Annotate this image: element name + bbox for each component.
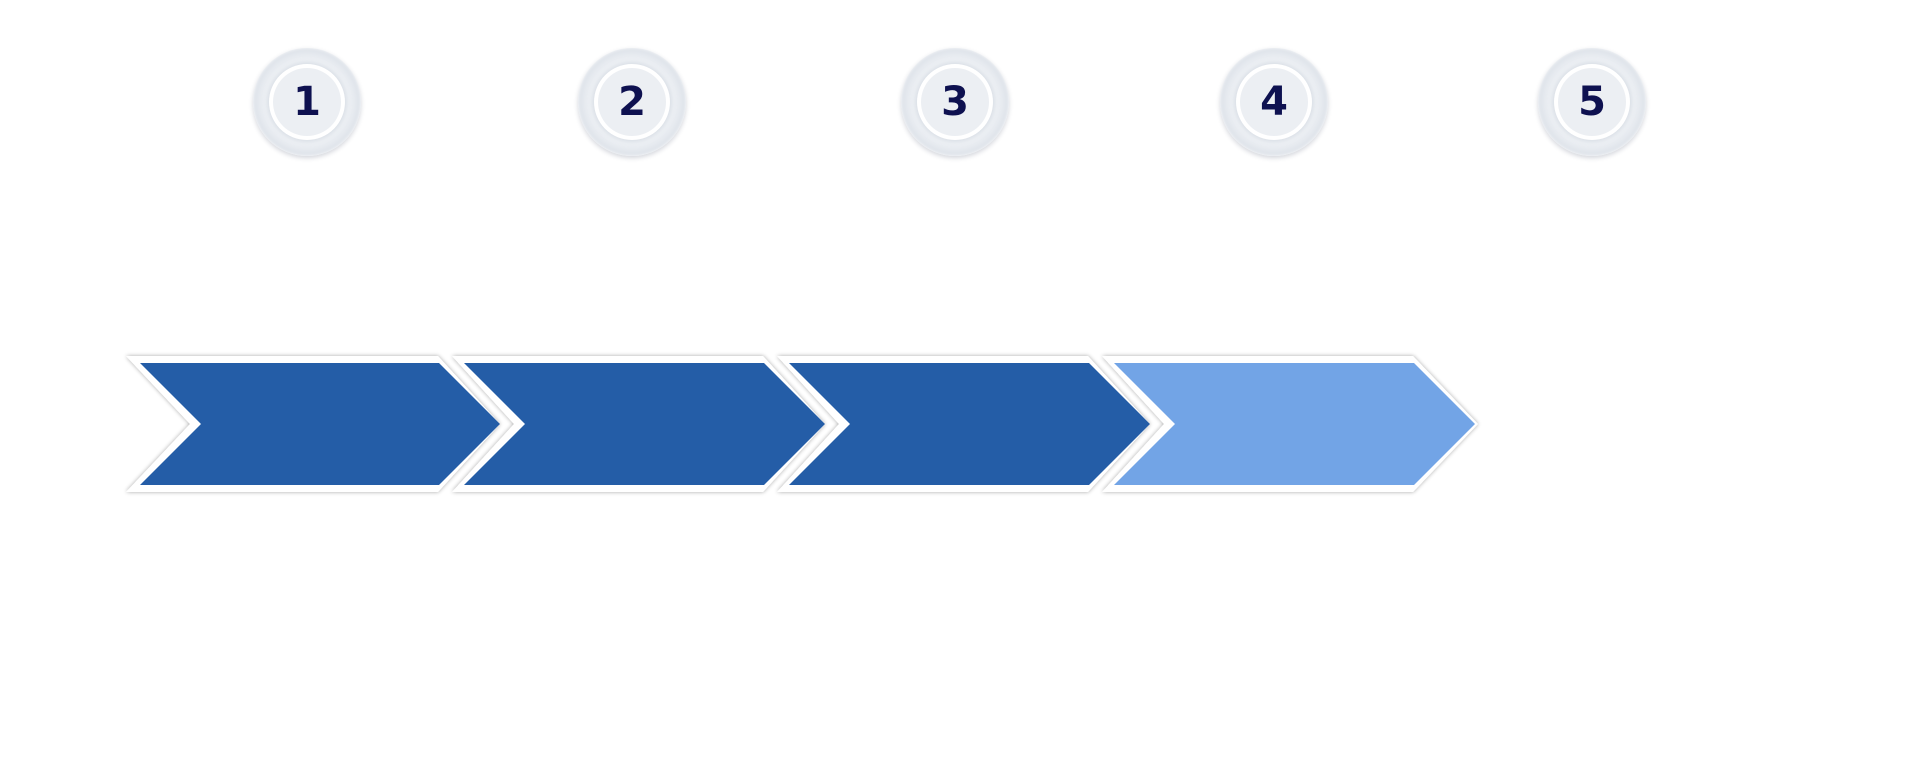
step-badge-5: 5: [1538, 48, 1646, 156]
step-badge-1: 1: [253, 48, 361, 156]
chevron-1: [126, 356, 500, 492]
step-badge-2: 2: [578, 48, 686, 156]
step-number-5: 5: [1578, 79, 1606, 125]
step-number-3: 3: [941, 79, 969, 125]
chevron-2: [452, 356, 825, 492]
chevron-4: [1102, 356, 1478, 492]
step-badge-inner: [273, 68, 341, 136]
step-badge-inner: [921, 68, 989, 136]
step-badge-inner: [598, 68, 666, 136]
step-number-2: 2: [618, 79, 646, 125]
step-badge-4: 4: [1220, 48, 1328, 156]
chevron-3-fill: [789, 363, 1150, 485]
chevron-2-fill: [464, 363, 825, 485]
step-number-4: 4: [1260, 79, 1288, 125]
step-badge-inner: [1558, 68, 1626, 136]
chevron-1-fill: [140, 363, 500, 485]
step-badge-inner: [1240, 68, 1308, 136]
step-badge-3: 3: [901, 48, 1009, 156]
chevron-3: [777, 356, 1150, 492]
chevron-4-fill: [1114, 363, 1475, 485]
step-number-1: 1: [293, 79, 321, 125]
